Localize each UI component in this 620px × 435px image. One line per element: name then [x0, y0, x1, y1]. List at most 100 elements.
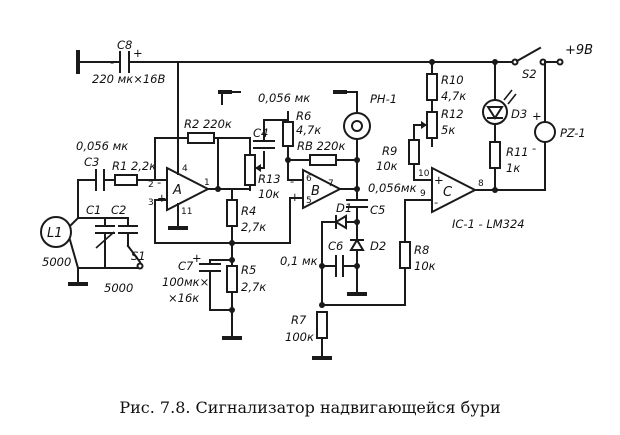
r11-value: 1к [506, 161, 520, 175]
r8-value: 10к [414, 259, 436, 273]
c-pin9: 9 [420, 189, 426, 199]
s2-label: S2 [522, 67, 537, 81]
r11-label: R11 [506, 145, 529, 159]
r7-value: 100к [285, 330, 314, 344]
opamp-b-label: B [311, 184, 320, 199]
potentiometer-r13: R13 10к [217, 137, 281, 201]
r5-value: 2,7к [241, 280, 266, 294]
resistor-rb: RB 220к [297, 139, 358, 166]
c2-value: 5000 [104, 281, 133, 295]
c8-label: C8 [117, 38, 132, 52]
antenna-terminals [218, 90, 358, 113]
pz1-minus: - [532, 141, 536, 155]
led-d3: D3 [482, 59, 527, 143]
b-pin7: 7 [328, 179, 334, 189]
opamp-b: B - + 6 5 7 [231, 157, 343, 244]
supply-label: +9В [565, 43, 593, 58]
r12-label: R12 [441, 107, 464, 121]
r10-value: 4,7к [441, 89, 466, 103]
c7-value-1: 100мк× [162, 275, 209, 289]
opamp-c: C + - 10 9 8 IC-1 - LM324 [418, 166, 546, 231]
r1-label: R1 2,2к [112, 159, 156, 173]
c4-label: C4 [253, 126, 268, 140]
c6-label: C6 [328, 239, 343, 253]
ic-label: IC-1 - LM324 [452, 217, 525, 231]
r4-value: 2,7к [241, 220, 266, 234]
top-rail: +9В [76, 43, 593, 74]
circuit-diagram: +9В C8 - + 220 мк×16В S2 L1 C1 5000 [40, 38, 593, 360]
resistor-r1: R1 2,2к [112, 159, 156, 186]
r5-label: R5 [241, 263, 256, 277]
a-plus: + [157, 191, 167, 205]
r13-value: 10к [258, 187, 280, 201]
d1-label: D1 [336, 201, 352, 215]
detector-section: D1 D2 C6 0,1 мк R7 100к [280, 201, 386, 360]
ph1-label: PH-1 [370, 92, 397, 106]
opamp-c-label: C [443, 185, 453, 200]
node-b-out: 0,056мк C5 [339, 157, 417, 223]
c7-plus: + [192, 251, 202, 265]
r2-label: R2 220к [184, 117, 232, 131]
r6-label: R6 [296, 109, 311, 123]
figure-caption: Рис. 7.8. Сигнализатор надвигающейся бур… [119, 398, 501, 417]
c1-value: 5000 [42, 255, 71, 269]
a-minus: - [157, 175, 161, 189]
capacitor-c4: C4 0,056 мк [221, 91, 310, 169]
c-pin10: 10 [418, 169, 430, 179]
input-section: L1 C1 5000 C2 5000 S1 [40, 179, 146, 295]
capacitor-c8: C8 - + 220 мк×16В [92, 38, 165, 86]
potentiometer-r12: R12 5к [413, 107, 464, 147]
s1-label: S1 [131, 249, 146, 263]
c5-label: C5 [370, 203, 385, 217]
resistor-r2: R2 220к [154, 117, 232, 190]
resistor-r5: R5 2,7к [222, 259, 266, 340]
r9-value: 10к [376, 159, 398, 173]
r10-label: R10 [441, 73, 464, 87]
c5-value: 0,056мк [368, 181, 417, 195]
opamp-a: A - + 2 3 4 1 11 [148, 61, 233, 244]
r13-label: R13 [258, 172, 281, 186]
l1-label: L1 [47, 226, 63, 241]
c8-minus: - [110, 55, 114, 69]
a-pin2: 2 [148, 180, 154, 190]
c8-value: 220 мк×16В [92, 72, 165, 86]
b-pin6: 6 [306, 174, 312, 184]
capacitor-c7: + C7 100мк× ×16к [162, 251, 235, 313]
c3-label: C3 [84, 155, 99, 169]
c4-value: 0,056 мк [258, 91, 310, 105]
b-pin5: 5 [306, 196, 312, 206]
c2-label: C2 [111, 203, 126, 217]
c-minus: - [434, 195, 438, 209]
resistor-r8: R8 10к [321, 199, 436, 306]
c-pin8: 8 [478, 179, 484, 189]
c7-value-2: ×16к [168, 291, 199, 305]
c8-plus: + [133, 46, 143, 60]
pz1-plus: + [532, 109, 542, 123]
buzzer-pz1: + - PZ-1 [532, 61, 586, 191]
a-pin4: 4 [182, 164, 188, 174]
c-plus: + [434, 173, 444, 187]
r12-value: 5к [441, 123, 455, 137]
resistor-r11: R11 1к [489, 141, 529, 191]
c3-value: 0,056 мк [76, 139, 128, 153]
r9-label: R9 [382, 144, 397, 158]
r6-value: 4,7к [296, 123, 321, 137]
r4-label: R4 [241, 204, 256, 218]
rb-label: RB 220к [297, 139, 345, 153]
a-pin11: 11 [181, 207, 192, 217]
resistor-r9: R9 10к [376, 139, 433, 181]
resistor-r6: R6 4,7к [282, 109, 321, 161]
r7-label: R7 [291, 313, 307, 327]
opamp-a-label: A [172, 183, 182, 198]
a-pin3: 3 [148, 198, 154, 208]
photo-ph1: PH-1 [343, 92, 397, 161]
resistor-r10: R10 4,7к [426, 59, 466, 113]
pz1-label: PZ-1 [560, 126, 586, 140]
switch-s2: S2 [511, 46, 547, 81]
capacitor-c3: C3 0,056 мк [76, 139, 128, 191]
c1-label: C1 [86, 203, 101, 217]
c6-value: 0,1 мк [280, 254, 318, 268]
d3-label: D3 [511, 107, 527, 121]
d2-label: D2 [370, 239, 386, 253]
